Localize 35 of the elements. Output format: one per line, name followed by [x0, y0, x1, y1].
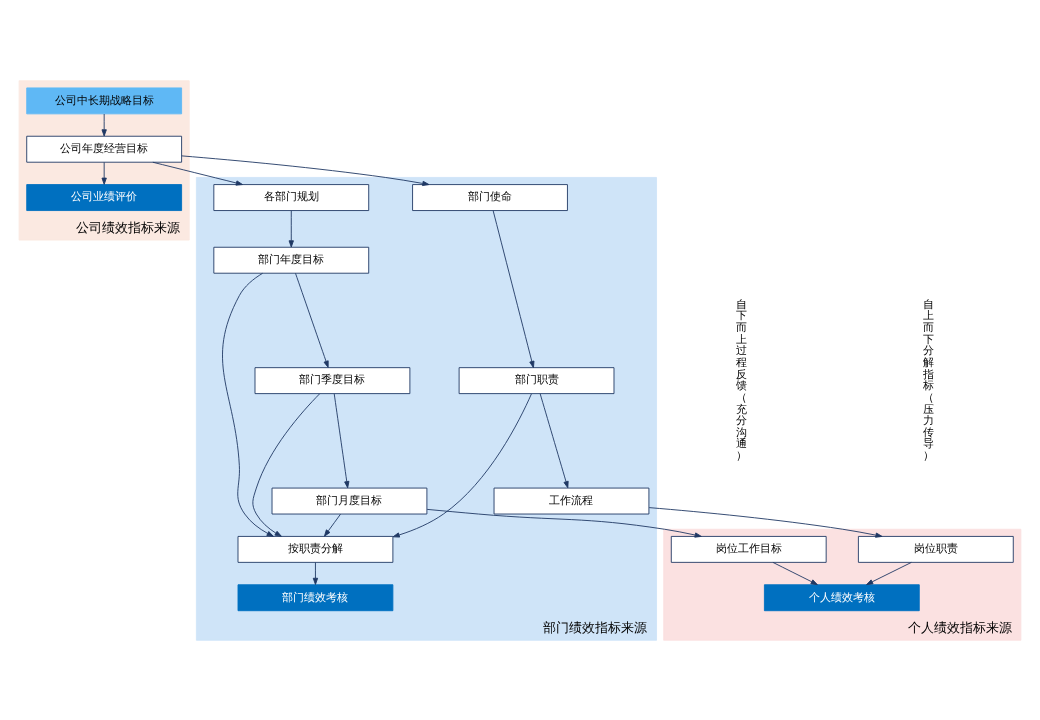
- label: 自上而下分解指标（压力传导）: [923, 297, 935, 461]
- arrow: [295, 272, 329, 368]
- arrow: [426, 508, 702, 538]
- node-box: 部门使命: [412, 183, 568, 211]
- label: 自下而上过程反馈（充分沟通）: [736, 297, 748, 461]
- arrow: [648, 506, 883, 538]
- node-box: 工作流程: [493, 487, 650, 514]
- node-box: 部门月度目标: [271, 487, 428, 514]
- node-box: 部门年度目标: [213, 246, 370, 274]
- node-box: 部门绩效考核: [237, 583, 394, 611]
- node-box: 公司业绩评价: [26, 183, 183, 211]
- node-box: 部门季度目标: [254, 366, 411, 394]
- arrow: [772, 561, 818, 585]
- arrow: [492, 209, 535, 368]
- node-box: 个人绩效考核: [763, 583, 920, 611]
- arrow: [101, 113, 107, 136]
- arrow: [312, 561, 319, 585]
- arrow: [539, 392, 569, 488]
- arrow: [152, 161, 243, 186]
- node-box: 部门职责: [458, 366, 615, 394]
- arrow: [222, 272, 274, 537]
- node-box: 岗位工作目标: [670, 535, 827, 563]
- node-box: 各部门规划: [213, 183, 370, 211]
- arrow: [333, 392, 350, 488]
- arrow: [392, 393, 532, 538]
- arrow: [101, 161, 107, 185]
- node-box: 公司年度经营目标: [26, 135, 183, 163]
- arrow: [866, 561, 912, 585]
- node-box: 按职责分解: [237, 535, 394, 563]
- arrow: [181, 154, 430, 186]
- arrow: [288, 209, 294, 247]
- arrow: [324, 513, 341, 537]
- node-box: 公司中长期战略目标: [26, 86, 183, 114]
- node-box: 岗位职责: [857, 535, 1014, 563]
- arrow: [252, 392, 321, 537]
